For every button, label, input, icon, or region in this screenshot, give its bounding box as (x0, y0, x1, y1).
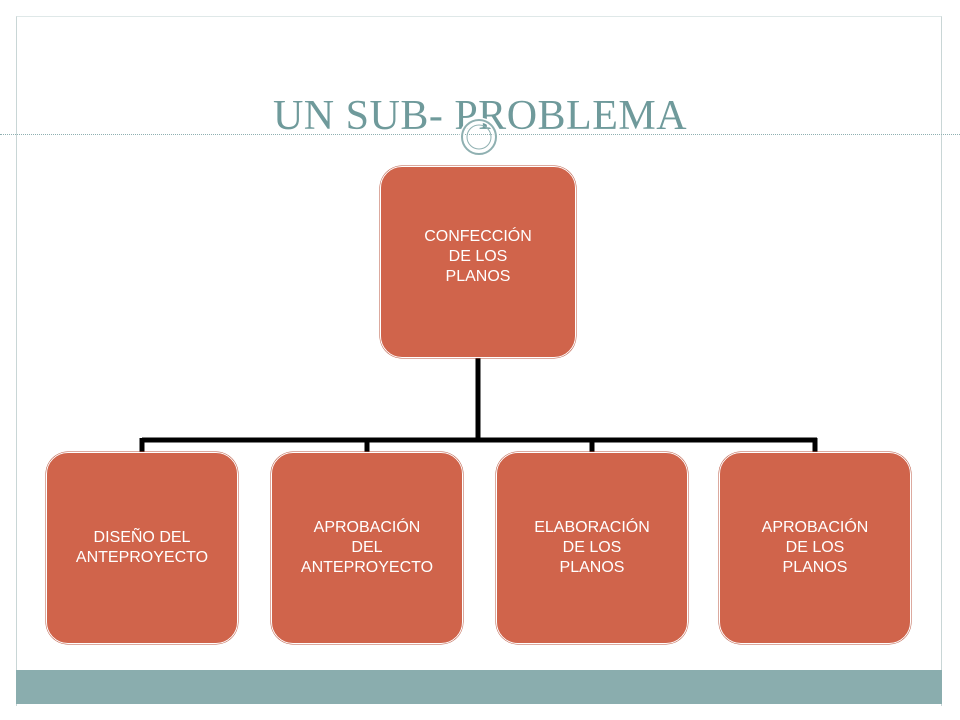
ring-ornament-icon (459, 117, 499, 157)
slide-frame (16, 16, 942, 706)
child-node-2: APROBACIÓN DEL ANTEPROYECTO (271, 452, 463, 644)
root-node: CONFECCIÓN DE LOS PLANOS (380, 166, 576, 358)
child-node-1: DISEÑO DEL ANTEPROYECTO (46, 452, 238, 644)
child-node-3: ELABORACIÓN DE LOS PLANOS (496, 452, 688, 644)
title-divider (0, 134, 960, 135)
child-node-4: APROBACIÓN DE LOS PLANOS (719, 452, 911, 644)
footer-band (16, 670, 942, 704)
slide-title: UN SUB- PROBLEMA (272, 93, 688, 139)
